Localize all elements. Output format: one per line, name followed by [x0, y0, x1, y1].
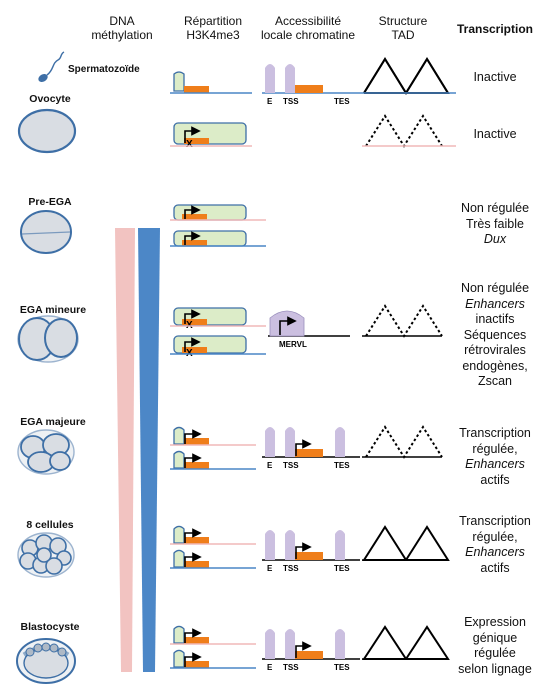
header-tad-line-1: Structure — [378, 14, 428, 28]
chromatin-e-label: E — [267, 564, 273, 573]
h3k4me3-ovocyte-1 — [170, 71, 252, 94]
transcription-line: selon lignage — [458, 661, 532, 676]
h3k4me3-blastocyste — [170, 625, 256, 669]
transcription-line: Séquences — [463, 327, 527, 342]
chromatin-tes-label: TES — [334, 97, 350, 106]
blastocyst-icon — [16, 638, 76, 684]
ega-majeure-cell-icon — [17, 429, 75, 475]
transcription-line: Non régulée — [460, 201, 530, 215]
tad-ega-mineure — [362, 304, 443, 338]
transcription-line: Expression — [464, 615, 526, 629]
transcription-line: Transcription — [459, 426, 531, 440]
chromatin-blastocyste: E TSS TES — [262, 629, 360, 672]
tad-ega-majeure — [362, 425, 443, 459]
chromatin-ega-mineure: MERVL — [268, 310, 350, 349]
transcription-ega-majeure: Transcription régulée, Enhancers actifs — [440, 426, 550, 488]
methylation-maternal-wedge — [115, 228, 135, 672]
chromatin-tss-label: TSS — [283, 461, 299, 470]
oocyte-cell-icon — [17, 108, 77, 154]
transcription-line: Enhancers — [465, 457, 525, 471]
transcription-ega-mineure: Non régulée Enhancers inactifs Séquences… — [440, 281, 550, 390]
header-chromatin-line-2: locale chromatine — [260, 28, 356, 42]
stage-label-8-cellules: 8 cellules — [26, 519, 74, 531]
transcription-ovocyte-2: Inactive — [450, 127, 540, 143]
header-h3k4me3: Répartition H3K4me3 — [168, 14, 258, 42]
stage-label-ovocyte: Ovocyte — [29, 93, 71, 105]
transcription-line: Enhancers — [465, 296, 525, 311]
chromatin-e-label: E — [267, 97, 273, 106]
header-tad-line-2: TAD — [391, 28, 415, 42]
h3k4me3-ega-mineure-2: X — [170, 335, 266, 359]
chromatin-ega-majeure: E TSS TES — [262, 427, 360, 470]
transcription-line: régulée, — [472, 529, 518, 544]
h3k4me3-ega-majeure — [170, 426, 256, 470]
h3k4me3-ovocyte-2: X — [170, 122, 252, 150]
chromatin-ovocyte: E TSS TES — [262, 64, 362, 106]
chromatin-8-cellules: E TSS TES — [262, 530, 360, 573]
h3k4me3-8-cellules — [170, 525, 256, 569]
tad-ovocyte-2 — [362, 114, 456, 148]
chromatin-e-label: E — [267, 663, 273, 672]
transcription-line: actifs — [480, 560, 510, 575]
spermatozoid-label: Spermatozoïde — [68, 64, 140, 75]
tad-8-cellules — [362, 525, 450, 561]
transcription-line: Enhancers — [465, 545, 525, 559]
transcription-line: Transcription — [459, 514, 531, 528]
transcription-pre-ega: Non régulée Très faible Dux — [440, 201, 550, 248]
tad-ovocyte-1 — [362, 57, 456, 95]
svg-text:X: X — [186, 320, 193, 331]
header-tad: Structure TAD — [370, 14, 436, 42]
methylation-paternal-wedge — [138, 228, 160, 672]
spermatozoid-icon — [38, 51, 65, 82]
transcription-line: Non régulée — [460, 281, 530, 295]
header-methylation-line-2: méthylation — [91, 28, 153, 42]
transcription-line: Inactive — [473, 127, 517, 141]
transcription-line: Très faible — [466, 216, 524, 231]
transcription-line: Dux — [483, 232, 507, 246]
8-cell-embryo-icon — [17, 532, 75, 578]
header-transcription-label: Transcription — [456, 22, 533, 36]
chromatin-tss-label: TSS — [283, 564, 299, 573]
header-chromatin: Accessibilité locale chromatine — [252, 14, 364, 42]
transcription-line: régulée, — [472, 441, 518, 456]
chromatin-tss-label: TSS — [283, 663, 299, 672]
transcription-ovocyte-1: Inactive — [450, 70, 540, 86]
h3k4me3-ega-mineure-1: X — [170, 307, 266, 331]
chromatin-e-label: E — [267, 461, 273, 470]
stage-label-pre-ega: Pre-EGA — [28, 196, 72, 208]
stage-label-ega-mineure: EGA mineure — [19, 304, 87, 316]
transcription-line: Zscan — [477, 374, 513, 388]
stage-label-ega-majeure: EGA majeure — [20, 416, 86, 428]
transcription-line: endogènes, — [462, 358, 528, 373]
transcription-line: génique — [472, 630, 518, 645]
stage-label-blastocyste: Blastocyste — [20, 621, 80, 633]
transcription-line: inactifs — [475, 312, 515, 326]
transcription-8-cellules: Transcription régulée, Enhancers actifs — [440, 514, 550, 576]
transcription-line: rétrovirales — [464, 343, 526, 357]
header-methylation-line-1: DNA — [109, 14, 135, 28]
tad-blastocyste — [362, 625, 450, 660]
header-transcription: Transcription — [448, 22, 542, 36]
header-h3k4me3-line-2: H3K4me3 — [186, 28, 240, 42]
transcription-line: régulée — [474, 646, 516, 660]
svg-text:X: X — [186, 348, 193, 359]
transcription-line: actifs — [480, 472, 510, 487]
chromatin-tes-label: TES — [334, 564, 350, 573]
h3k4me3-pre-ega-2 — [170, 230, 266, 247]
transcription-line: Inactive — [473, 70, 517, 84]
transcription-blastocyste: Expression génique régulée selon lignage — [440, 615, 550, 677]
h3k4me3-pre-ega-1 — [170, 204, 266, 221]
chromatin-tss-label: TSS — [283, 97, 299, 106]
ega-mineure-cell-icon — [17, 315, 79, 363]
header-chromatin-line-1: Accessibilité — [274, 14, 342, 28]
mervl-label: MERVL — [279, 340, 307, 349]
header-methylation: DNA méthylation — [82, 14, 162, 42]
svg-text:X: X — [186, 139, 193, 150]
chromatin-tes-label: TES — [334, 663, 350, 672]
pre-ega-cell-icon — [20, 210, 72, 254]
chromatin-tes-label: TES — [334, 461, 350, 470]
header-h3k4me3-line-1: Répartition — [183, 14, 243, 28]
